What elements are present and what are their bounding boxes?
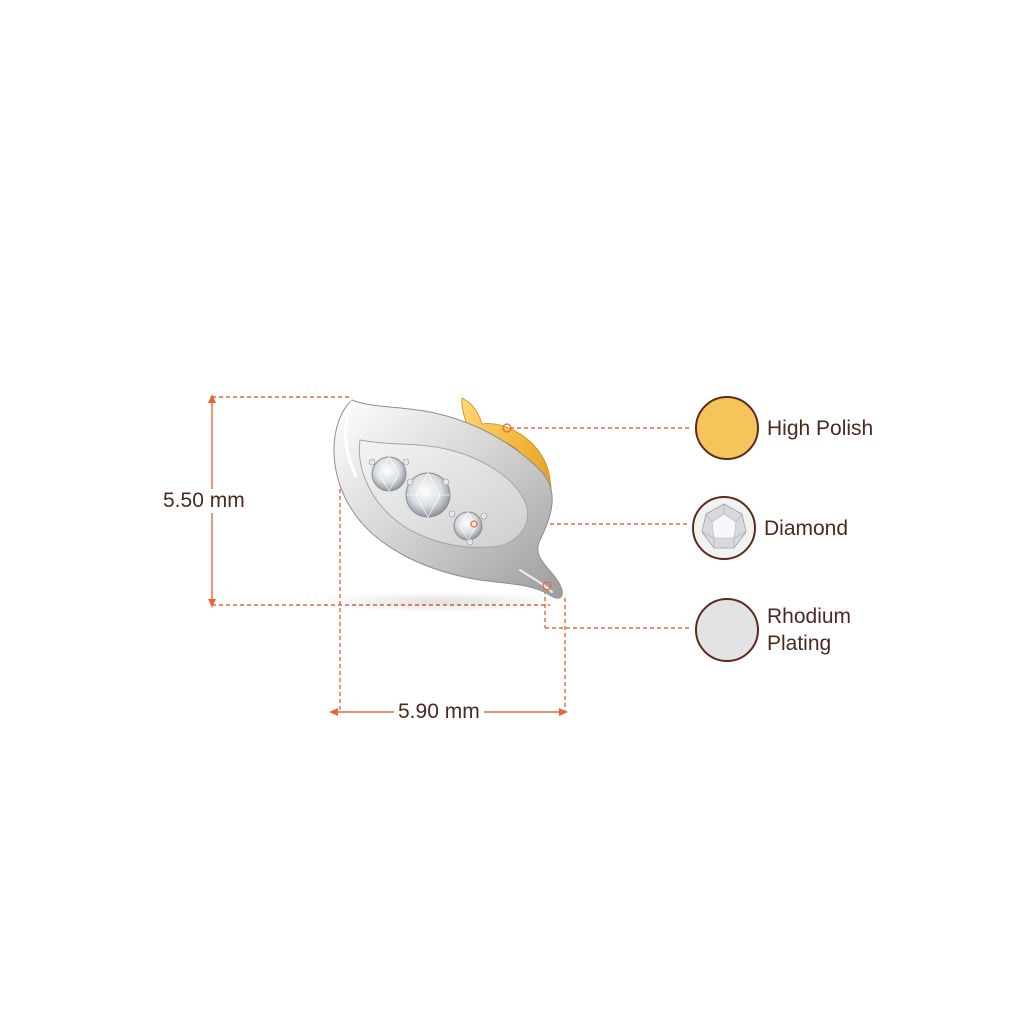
material-label-diamond: Diamond xyxy=(764,516,849,540)
dimension-arrowheads xyxy=(208,394,568,716)
material-diamond: Diamond xyxy=(692,496,848,560)
material-rhodium-plating: Rhodium Plating xyxy=(695,598,851,662)
diamond-swatch-ring xyxy=(692,496,756,560)
diamond-callout-dot xyxy=(470,520,478,528)
earring-shadow xyxy=(310,592,570,612)
arrowhead-left xyxy=(329,708,338,716)
prongs xyxy=(368,458,488,546)
arrowhead-top xyxy=(208,394,216,403)
leaf-tip-dot xyxy=(542,581,552,591)
diamond-facets-2 xyxy=(406,472,450,518)
rhodium-swatch-ring xyxy=(695,598,759,662)
diamond-stones xyxy=(371,456,483,541)
material-label-high-polish: High Polish xyxy=(767,416,874,440)
diamond-facets-1 xyxy=(378,456,400,492)
material-label-rhodium-plating: Rhodium Plating xyxy=(767,605,852,655)
diamond-stone-1 xyxy=(371,456,407,492)
leaf-tip-highlight xyxy=(519,569,553,593)
width-dimension-label: 5.90 mm xyxy=(394,700,484,724)
gold-swatch-ring xyxy=(695,396,759,460)
gold-post-dot xyxy=(502,423,512,433)
height-dimension-label: 5.50 mm xyxy=(163,489,245,513)
leaf-highlight xyxy=(344,400,358,478)
earring-illustration xyxy=(310,397,570,612)
arrowhead-right xyxy=(559,708,568,716)
material-high-polish: High Polish xyxy=(695,396,873,460)
arrowhead-bottom xyxy=(208,599,216,608)
diamond-stone-3 xyxy=(453,511,483,541)
